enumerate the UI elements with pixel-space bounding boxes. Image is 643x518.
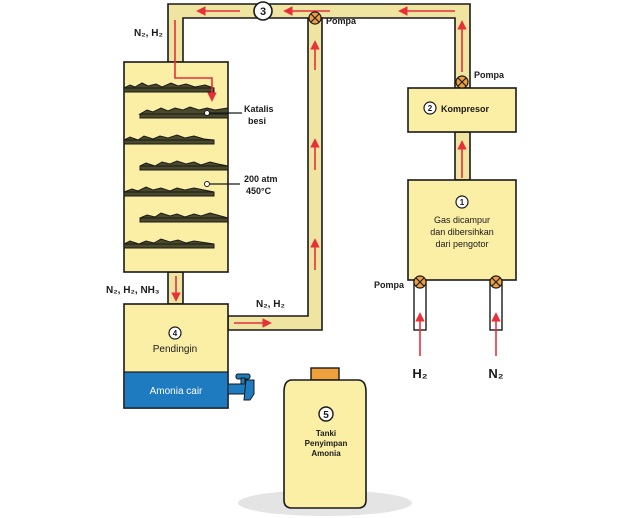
flow-arrows [171,6,501,356]
catalyst-bed-2 [139,113,229,119]
pump-h2-icon [413,275,427,289]
storage-tank [283,367,367,509]
label-katalis: Katalis [244,104,274,114]
label-pendingin: Pendingin [153,344,197,355]
svg-text:2: 2 [428,104,433,113]
step-2-badge: 2 [423,101,437,115]
reactor [123,61,242,273]
label-tank-2: Penyimpan [305,439,348,448]
label-mix-1: Gas dicampur [434,215,490,225]
label-pompa-top: Pompa [326,16,357,26]
liquid-ammonia [123,371,229,409]
svg-text:5: 5 [323,410,329,421]
svg-text:1: 1 [460,198,465,207]
label-pompa-right: Pompa [474,70,505,80]
faucet-icon [227,373,255,401]
label-h2-input: H₂ [412,366,427,381]
pump-top-icon [308,11,322,25]
label-n2-h2-bottom: N₂, H₂ [256,299,285,310]
pump-n2-icon [489,275,503,289]
catalyst-bed-3 [123,139,215,145]
svg-text:3: 3 [260,6,266,18]
label-tank-1: Tanki [316,429,336,438]
label-kompresor: Kompresor [441,104,490,114]
pump-right-icon [455,75,469,89]
step-3-badge: 3 [253,1,273,21]
catalyst-bed-5 [123,191,215,197]
svg-text:4: 4 [173,329,178,338]
step-5-badge: 5 [318,406,334,422]
catalyst-bed-4 [139,165,229,171]
label-besi: besi [248,116,266,126]
tank-cap [310,367,340,381]
label-mix-3: dari pengotor [435,239,488,249]
step-4-badge: 4 [168,326,182,340]
label-mix-2: dan dibersihkan [430,227,494,237]
label-n2-h2-top: N₂, H₂ [134,28,163,39]
cooler [123,303,229,409]
catalyst-bed-7 [123,243,215,249]
label-n2-h2-nh3: N₂, H₂, NH₃ [106,285,160,296]
catalyst-bed-1 [123,87,215,93]
label-pressure: 200 atm [244,174,278,184]
step-1-badge: 1 [455,195,469,209]
label-pompa-left: Pompa [374,280,405,290]
label-amonia-cair: Amonia cair [150,386,203,397]
catalyst-bed-6 [139,217,229,223]
input-pipes [413,279,503,331]
label-tank-3: Amonia [311,449,341,458]
label-temperature: 450°C [246,186,272,196]
label-n2-input: N₂ [488,366,503,381]
